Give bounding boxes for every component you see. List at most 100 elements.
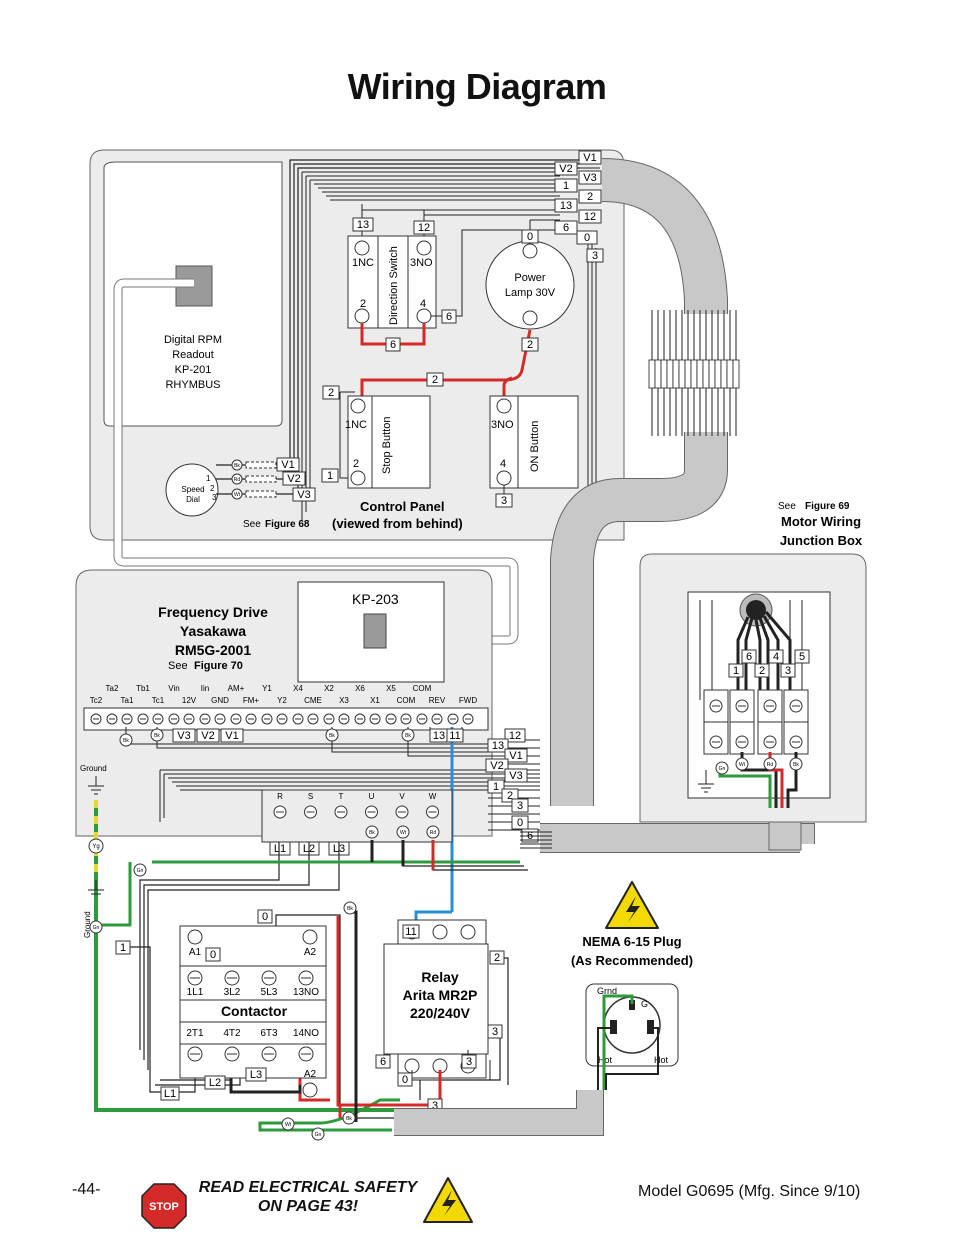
motor-box-title-1: Motor Wiring xyxy=(781,514,861,529)
svg-text:V1: V1 xyxy=(509,750,522,762)
drive-output-label: W xyxy=(429,792,437,801)
contactor-terminal-label: 13NO xyxy=(293,987,319,998)
speed-dial-label-2: Dial xyxy=(186,495,200,504)
svg-text:12: 12 xyxy=(509,730,521,742)
drive-terminal-label: Y2 xyxy=(277,696,287,705)
freq-drive-see-prefix: See xyxy=(168,660,188,672)
svg-text:Bk: Bk xyxy=(123,738,129,744)
drive-output-strip xyxy=(261,789,453,843)
conduit-main xyxy=(550,158,740,806)
svg-text:2: 2 xyxy=(432,374,438,386)
speed-dial-pin-1: 1 xyxy=(206,474,211,483)
page-number: -44- xyxy=(72,1181,101,1198)
speed-dial xyxy=(165,463,219,517)
rpm-readout-label-3: KP-201 xyxy=(175,364,212,376)
safety-line-2: ON PAGE 43! xyxy=(257,1198,359,1215)
svg-text:2: 2 xyxy=(328,387,334,399)
svg-text:0: 0 xyxy=(210,949,216,961)
svg-text:0: 0 xyxy=(402,1074,408,1086)
relay-tags: 11 2 3 6 3 0 3 xyxy=(375,924,505,1113)
svg-text:Bk: Bk xyxy=(369,830,375,836)
svg-text:2: 2 xyxy=(587,191,593,203)
svg-text:V1: V1 xyxy=(225,730,238,742)
contactor-a2: A2 xyxy=(304,947,317,958)
svg-text:13: 13 xyxy=(492,740,504,752)
drive-terminal-label: GND xyxy=(211,696,229,705)
drive-terminal-label: FM+ xyxy=(243,696,260,705)
stop-sign-icon: STOP xyxy=(141,1183,187,1229)
contact-label: 4 xyxy=(500,458,506,470)
svg-text:L1: L1 xyxy=(164,1088,176,1100)
svg-text:Wt: Wt xyxy=(285,1122,292,1128)
drive-terminal-label: CME xyxy=(304,696,322,705)
frequency-drive: KP-203 Frequency Drive Yasakawa RM5G-200… xyxy=(75,569,540,930)
plug-title-2: (As Recommended) xyxy=(571,953,693,968)
svg-text:13: 13 xyxy=(560,200,572,212)
drive-terminal-top-label: AM+ xyxy=(228,684,245,693)
speed-dial-label-1: Speed xyxy=(181,485,204,494)
contact-label: 1NC xyxy=(352,257,374,269)
svg-text:0: 0 xyxy=(517,817,523,829)
motor-box-see-ref: Figure 69 xyxy=(805,501,850,512)
plug-hot-right: Hot xyxy=(654,1055,669,1065)
drive-terminal-top-label: Vin xyxy=(168,684,179,693)
power-lamp-label-1: Power xyxy=(514,272,546,284)
svg-text:3: 3 xyxy=(432,1100,438,1112)
svg-text:Bk: Bk xyxy=(346,1116,352,1122)
svg-text:1: 1 xyxy=(327,470,333,482)
drive-ground-symbol xyxy=(88,776,104,795)
svg-text:3: 3 xyxy=(592,250,598,262)
svg-text:STOP: STOP xyxy=(149,1201,179,1213)
svg-text:V1: V1 xyxy=(583,152,596,164)
drive-terminal-label: X3 xyxy=(339,696,349,705)
speed-dial-pin-3: 3 xyxy=(212,493,217,502)
power-lamp-label-2: Lamp 30V xyxy=(505,287,556,299)
screw-terminal xyxy=(302,929,318,945)
direction-switch-label: Direction Switch xyxy=(388,246,400,325)
conduit-wires xyxy=(520,831,552,849)
svg-text:V3: V3 xyxy=(297,489,310,501)
svg-text:12: 12 xyxy=(584,211,596,223)
svg-text:11: 11 xyxy=(449,730,460,742)
rpm-readout-label-2: Readout xyxy=(172,349,214,361)
control-panel-see-ref: Figure 68 xyxy=(265,519,310,530)
contactor-terminal-label: 6T3 xyxy=(260,1028,278,1039)
plug-g-label: G xyxy=(641,999,648,1009)
svg-text:0: 0 xyxy=(527,231,533,243)
contactor-wire-markers: Gn Gn Bk Bk Wt Gn xyxy=(89,863,357,1141)
screw-terminal xyxy=(522,310,538,326)
yg-marker xyxy=(88,838,104,854)
svg-text:L3: L3 xyxy=(250,1069,262,1081)
drive-ground-label: Ground xyxy=(80,764,107,773)
svg-text:5: 5 xyxy=(799,651,805,663)
contactor-tags: 0 0 1 L1 L2 L3 xyxy=(115,909,273,1101)
drive-terminal-top-label: X5 xyxy=(386,684,396,693)
drive-terminal-top-label: X4 xyxy=(293,684,303,693)
svg-text:1: 1 xyxy=(120,942,126,954)
contactor-ground-symbol xyxy=(88,880,104,895)
speed-dial-wire-markers: Bk Rd Wt xyxy=(231,459,277,500)
screw-terminal xyxy=(302,1082,318,1098)
contact-label: 1NC xyxy=(345,419,367,431)
svg-text:4: 4 xyxy=(773,651,779,663)
relay-title-3: 220/240V xyxy=(410,1005,471,1021)
svg-text:Bk: Bk xyxy=(234,463,240,469)
svg-text:1: 1 xyxy=(733,665,739,677)
freq-drive-title-2: Yasakawa xyxy=(180,623,246,639)
svg-text:V3: V3 xyxy=(177,730,190,742)
safety-notice: READ ELECTRICAL SAFETY ON PAGE 43! xyxy=(188,1178,428,1216)
contact-label: 3NO xyxy=(491,419,514,431)
svg-text:13: 13 xyxy=(433,730,445,742)
svg-text:0: 0 xyxy=(262,911,268,923)
screw-terminal xyxy=(187,929,203,945)
svg-text:Rd: Rd xyxy=(767,762,774,768)
svg-text:Rd: Rd xyxy=(234,477,241,483)
plug-grnd-label: Grnd xyxy=(597,986,617,996)
drive-terminal-top-label: X6 xyxy=(355,684,365,693)
control-panel: Digital RPM Readout KP-201 RHYMBUS Speed… xyxy=(89,149,625,541)
svg-text:L2: L2 xyxy=(209,1077,221,1089)
svg-text:Bk: Bk xyxy=(329,733,335,739)
svg-text:6: 6 xyxy=(563,222,569,234)
contactor-a1: A1 xyxy=(189,947,202,958)
svg-text:Bk: Bk xyxy=(154,733,160,739)
